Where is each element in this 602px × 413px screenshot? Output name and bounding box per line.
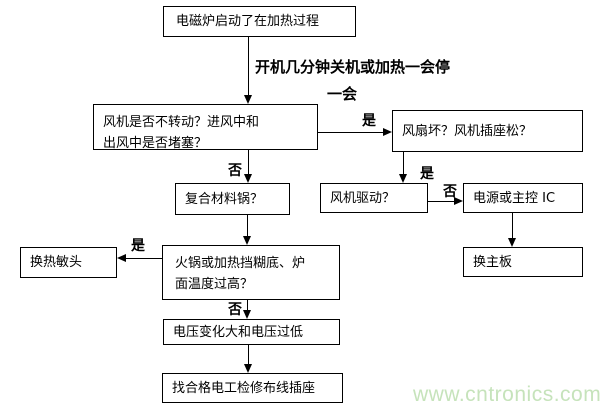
node-fan-broken: 风扇坏？风机插座松？ — [392, 110, 583, 152]
arrow-right-icon — [383, 128, 392, 136]
node-fan-drive: 风机驱动？ — [320, 183, 428, 213]
node-composite-pot: 复合材料锅？ — [175, 183, 290, 215]
node-replace-mainboard-label: 换主板 — [473, 254, 513, 270]
symptom-annotation-line1: 开机几分钟关机或加热一会停 — [255, 58, 451, 76]
node-voltage-label: 电压变化大和电压过低 — [173, 324, 304, 340]
arrow-down-icon — [508, 238, 516, 247]
arrow-down-icon — [244, 364, 252, 373]
arrow-down-icon — [243, 236, 251, 245]
node-fan-check-line1: 风机是否不转动？进风中和 — [103, 115, 260, 130]
connector-fan-check-to-composite-pot — [248, 150, 249, 178]
connector-fan-check-to-fan-broken — [318, 132, 387, 133]
branch-label-yes-replace-sensor: 是 — [131, 238, 145, 254]
connector-composite-pot-to-overheat — [247, 215, 248, 240]
connector-voltage-to-electrician — [248, 345, 249, 368]
node-fan-drive-label: 风机驱动？ — [330, 190, 396, 206]
node-electrician-label: 找合格电工检修布线插座 — [172, 380, 316, 396]
watermark: www.cntronics.com — [413, 383, 602, 406]
node-electrician: 找合格电工检修布线插座 — [162, 373, 343, 403]
branch-label-no-composite-pot: 否 — [228, 163, 242, 179]
branch-label-no-voltage: 否 — [228, 302, 242, 318]
arrow-down-icon — [244, 95, 252, 104]
node-voltage: 电压变化大和电压过低 — [163, 319, 340, 345]
node-power-ic: 电源或主控 IC — [463, 183, 583, 213]
node-start: 电磁炉启动了在加热过程 — [163, 6, 356, 37]
node-overheat-line2: 面温度过高？ — [175, 277, 254, 292]
node-fan-broken-label: 风扇坏？风机插座松？ — [402, 123, 533, 139]
branch-label-no-power-ic: 否 — [443, 184, 457, 200]
arrow-down-icon — [244, 174, 252, 183]
arrow-left-icon — [117, 254, 126, 262]
node-replace-sensor-label: 换热敏头 — [30, 255, 83, 270]
node-power-ic-label: 电源或主控 IC — [473, 190, 556, 206]
connector-power-ic-to-replace-mainboard — [512, 213, 513, 242]
arrow-down-icon — [399, 174, 407, 183]
node-replace-sensor: 换热敏头 — [20, 247, 117, 278]
arrow-right-icon — [454, 197, 463, 205]
node-start-label: 电磁炉启动了在加热过程 — [176, 14, 320, 29]
node-composite-pot-label: 复合材料锅？ — [185, 191, 264, 207]
node-overheat: 火锅或加热挡糊底、炉 面温度过高？ — [162, 245, 340, 300]
node-replace-mainboard: 换主板 — [463, 247, 583, 277]
branch-label-yes-fan-broken: 是 — [362, 113, 376, 129]
connector-overheat-to-voltage — [247, 300, 248, 314]
connector-fan-broken-to-fan-drive — [403, 152, 404, 178]
branch-label-yes-fan-drive: 是 — [420, 166, 434, 182]
node-overheat-line1: 火锅或加热挡糊底、炉 — [175, 256, 306, 271]
symptom-annotation-line2: 一会 — [327, 85, 358, 103]
connector-fan-drive-to-power-ic — [428, 201, 457, 202]
connector-start-to-fan-check — [248, 37, 249, 99]
node-fan-check-line2: 出风中是否堵塞？ — [103, 136, 208, 151]
arrow-down-icon — [243, 310, 251, 319]
connector-overheat-to-replace-sensor — [124, 258, 162, 259]
node-fan-check: 风机是否不转动？进风中和 出风中是否堵塞？ — [93, 104, 318, 151]
